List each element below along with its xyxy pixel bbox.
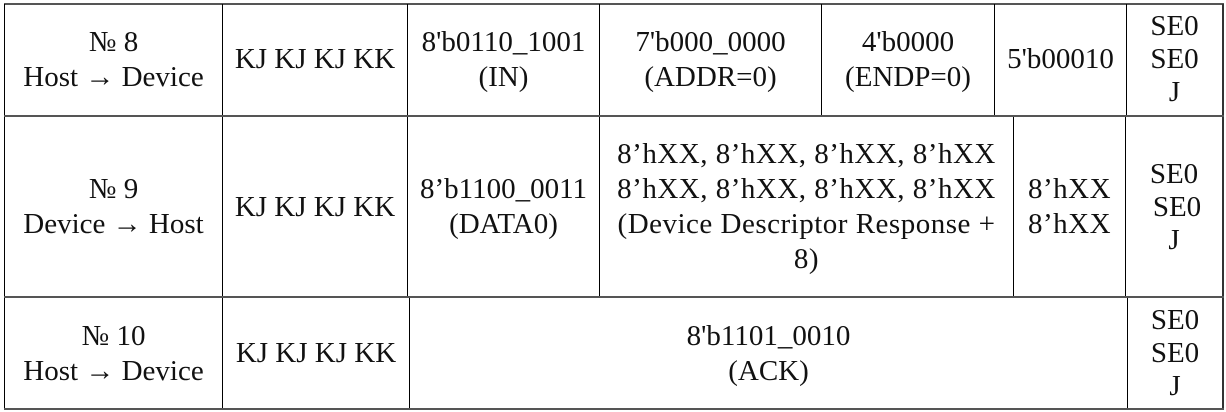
sync-cell: KJ KJ KJ KK bbox=[222, 4, 407, 115]
sync-value: KJ KJ KJ KK bbox=[235, 337, 397, 369]
pid-name: (IN) bbox=[478, 60, 529, 93]
table-border bbox=[4, 408, 1224, 410]
crc-line: 8’hXX bbox=[1027, 208, 1112, 240]
packet-number: № 9 bbox=[88, 173, 139, 205]
addr-value: 7'b000_0000 bbox=[635, 25, 786, 58]
data-line: 8’hXX, 8’hXX, 8’hXX, 8’hXX bbox=[617, 138, 996, 170]
eop-line: J bbox=[1169, 370, 1181, 402]
packet-direction: Host → Device bbox=[23, 60, 204, 93]
packet-number: № 8 bbox=[88, 25, 139, 58]
sync-value: KJ KJ KJ KK bbox=[234, 190, 396, 223]
sync-cell: KJ KJ KJ KK bbox=[222, 117, 407, 297]
table-row-packet-9: № 9 Device → Host KJ KJ KJ KK 8’b1100_00… bbox=[0, 117, 1226, 297]
crc-value: 5'b00010 bbox=[1007, 43, 1114, 75]
endp-cell: 4'b0000 (ENDP=0) bbox=[821, 4, 994, 115]
data-cell: 8’hXX, 8’hXX, 8’hXX, 8’hXX 8’hXX, 8’hXX,… bbox=[599, 117, 1013, 297]
packet-cell: № 9 Device → Host bbox=[4, 117, 222, 297]
table-row-packet-8: № 8 Host → Device KJ KJ KJ KK 8'b0110_10… bbox=[0, 4, 1226, 115]
pid-name: (DATA0) bbox=[449, 208, 558, 240]
eop-line: J bbox=[1168, 76, 1181, 108]
eop-line: J bbox=[1168, 223, 1180, 256]
crc-line: 8’hXX bbox=[1027, 173, 1112, 205]
pid-value: 8’b1100_0011 bbox=[419, 173, 587, 205]
sync-value: KJ KJ KJ KK bbox=[234, 43, 396, 75]
pid-cell: 8’b1100_0011 (DATA0) bbox=[407, 117, 599, 297]
crc-cell: 5'b00010 bbox=[994, 4, 1126, 115]
pid-value: 8'b1101_0010 bbox=[686, 319, 851, 352]
eop-cell: SE0 SE0 J bbox=[1125, 117, 1224, 297]
eop-cell: SE0 SE0 J bbox=[1126, 4, 1224, 115]
addr-cell: 7'b000_0000 (ADDR=0) bbox=[599, 4, 821, 115]
pid-cell: 8'b0110_1001 (IN) bbox=[407, 4, 599, 115]
eop-line: SE0 bbox=[1150, 337, 1200, 369]
row-divider bbox=[4, 115, 1224, 117]
data-line: 8’hXX, 8’hXX, 8’hXX, 8’hXX bbox=[617, 173, 996, 205]
pid-value: 8'b0110_1001 bbox=[421, 25, 586, 58]
eop-line: SE0 bbox=[1152, 190, 1202, 223]
eop-line: SE0 bbox=[1150, 10, 1199, 42]
packet-cell: № 10 Host → Device bbox=[4, 298, 222, 409]
eop-cell: SE0 SE0 J bbox=[1127, 298, 1224, 409]
addr-name: (ADDR=0) bbox=[644, 60, 777, 93]
packet-direction: Device → Host bbox=[23, 208, 204, 240]
table-border bbox=[4, 3, 1224, 5]
endp-value: 4'b0000 bbox=[861, 25, 955, 58]
packet-cell: № 8 Host → Device bbox=[4, 4, 222, 115]
packet-direction: Host → Device bbox=[23, 354, 204, 387]
packet-number: № 10 bbox=[81, 319, 146, 352]
data-line: 8) bbox=[793, 243, 820, 275]
eop-line: SE0 bbox=[1149, 157, 1199, 190]
sync-cell: KJ KJ KJ KK bbox=[222, 298, 409, 409]
table-row-packet-10: № 10 Host → Device KJ KJ KJ KK 8'b1101_0… bbox=[0, 298, 1226, 409]
endp-name: (ENDP=0) bbox=[845, 60, 971, 93]
row-divider bbox=[4, 296, 1224, 298]
pid-cell: 8'b1101_0010 (ACK) bbox=[409, 298, 1127, 409]
pid-name: (ACK) bbox=[728, 354, 809, 387]
eop-line: SE0 bbox=[1150, 43, 1199, 75]
eop-line: SE0 bbox=[1150, 304, 1200, 336]
crc-cell: 8’hXX 8’hXX bbox=[1013, 117, 1125, 297]
data-line: (Device Descriptor Response + bbox=[617, 208, 996, 240]
